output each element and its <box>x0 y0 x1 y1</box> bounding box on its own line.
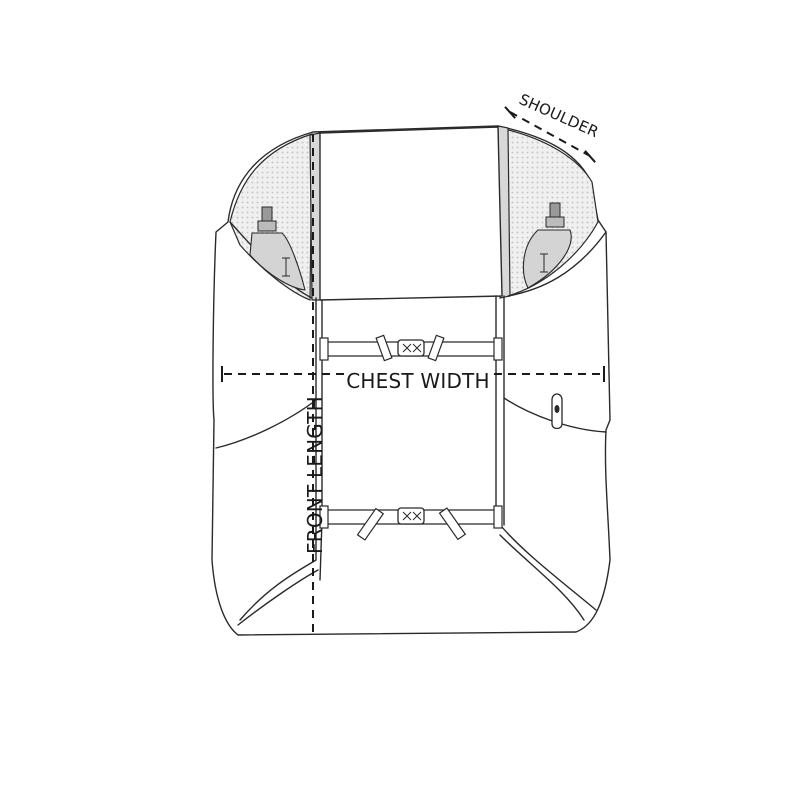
left-pocket-seam <box>215 399 317 449</box>
chest-buckle-lower <box>319 505 503 541</box>
soft-flask-right <box>522 202 572 289</box>
right-pocket-seam <box>503 397 607 433</box>
chest-buckle-upper <box>319 334 503 362</box>
chest-width-measure: CHEST WIDTH <box>221 366 605 393</box>
shoulder-label: SHOULDER <box>516 90 601 141</box>
center-back-panel <box>319 126 503 301</box>
soft-flask-left <box>249 206 306 291</box>
whistle-clip-icon <box>551 393 563 430</box>
front-length-label: FRONT LENGTH <box>303 396 327 554</box>
right-pocket-upper <box>507 231 607 297</box>
left-front-panel-edge <box>239 297 317 621</box>
front-length-measure: FRONT LENGTH <box>303 134 327 632</box>
chest-width-label: CHEST WIDTH <box>346 369 489 393</box>
